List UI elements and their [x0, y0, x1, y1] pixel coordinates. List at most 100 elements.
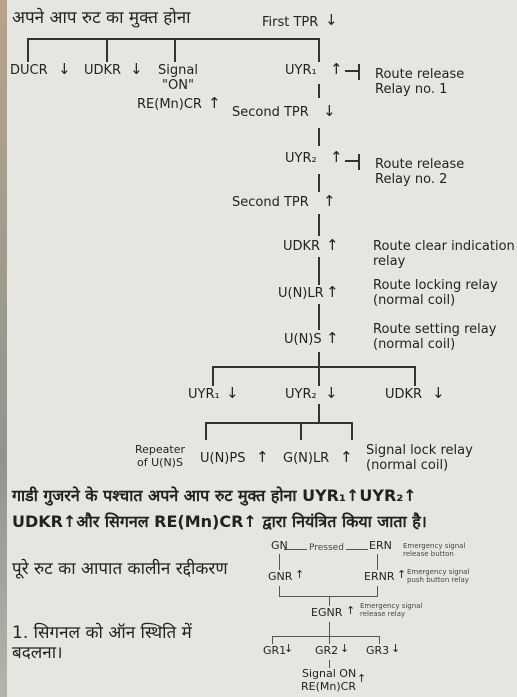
chain-line-6: [318, 304, 320, 330]
uns-drop-line: [318, 352, 320, 366]
ernr-label: ERNR: [364, 570, 395, 583]
udkr-desc: Route clear indication relay: [373, 239, 515, 269]
gn-label: GN: [271, 539, 288, 552]
lower-uyr2-label: UYR₂: [285, 387, 317, 402]
ducr-arrow-down-icon: ↓: [58, 60, 71, 78]
uns-desc: Route setting relay (normal coil): [373, 322, 497, 352]
gr-bus-line: [272, 636, 380, 637]
chain-line-5: [318, 257, 320, 285]
uyr2-arrow-up-icon: ↑: [330, 148, 343, 166]
ern-desc: Emergency signal release button: [403, 542, 466, 558]
uyr2-desc-dash: [345, 160, 359, 162]
bottom-bus-line: [205, 422, 352, 424]
unlr-label: U(N)LR: [278, 286, 324, 301]
chain-line-4: [318, 214, 320, 236]
emg-signal-on-label: Signal ON: [302, 667, 357, 680]
gr1-drop: [272, 636, 273, 644]
paragraph-line-1: गाडी गुजरने के पश्चात अपने आप रुट मुक्त …: [12, 486, 417, 505]
uyr1-drop-line: [318, 38, 320, 62]
mid-drop-left: [212, 366, 214, 386]
lower-uyr1-label: UYR₁: [188, 387, 220, 402]
egnr-desc: Emergency signal release relay: [360, 602, 423, 618]
signal-drop-line: [174, 38, 176, 62]
udkr-drop-line: [106, 38, 108, 62]
re-mn-cr-label: RE(Mn)CR: [137, 97, 202, 112]
lower-udkr-label: UDKR: [385, 387, 423, 402]
gnr-down-line: [279, 586, 280, 596]
lower-drop: [318, 404, 320, 422]
uns-label: U(N)S: [284, 332, 322, 347]
uyr1-desc-tick: [358, 64, 360, 80]
emergency-heading: पूरे रुट का आपात कालीन रद्दीकरण: [12, 559, 228, 579]
unlr-desc: Route locking relay (normal coil): [373, 278, 498, 308]
uyr1-label: UYR₁: [285, 63, 317, 78]
route-release-relay-2: Route release Relay no. 2: [375, 157, 465, 187]
emg-re-mn-cr-label: RE(Mn)CR: [301, 680, 356, 693]
second-tpr-2-label: Second TPR: [232, 195, 309, 210]
ernr-down-line: [377, 586, 378, 596]
signal-on-label: Signal "ON": [158, 63, 198, 93]
egnr-arrow-up-icon: ↑: [346, 604, 356, 617]
gr2-down-line: [329, 660, 330, 668]
ernr-desc: Emergency signal push button relay: [407, 568, 470, 584]
lower-uyr2-arrow-down-icon: ↓: [325, 384, 338, 402]
gr3-drop: [379, 636, 380, 644]
udkr-chain-label: UDKR: [283, 239, 321, 254]
bottom-drop-left: [205, 422, 207, 440]
top-bus-line: [27, 38, 319, 40]
emg-join-line: [279, 596, 378, 597]
pressed-label: Pressed: [307, 543, 346, 554]
ducr-label: DUCR: [10, 63, 48, 78]
emg-re-mn-cr-arrow-up-icon: ↑: [357, 672, 367, 685]
emg-egnr-drop: [329, 596, 330, 606]
uyr1-arrow-up-icon: ↑: [330, 60, 343, 78]
udkr-chain-arrow-up-icon: ↑: [326, 236, 339, 254]
route-release-relay-1: Route release Relay no. 1: [375, 67, 465, 97]
bottom-drop-center: [300, 422, 302, 440]
unps-arrow-up-icon: ↑: [256, 448, 269, 466]
udkr-top-arrow-down-icon: ↓: [130, 60, 143, 78]
ern-label: ERN: [369, 539, 392, 552]
second-tpr-2-arrow-up-icon: ↑: [323, 192, 336, 210]
gr2-drop: [329, 636, 330, 644]
re-mn-cr-arrow-up-icon: ↑: [208, 94, 221, 112]
lower-udkr-arrow-down-icon: ↓: [432, 384, 445, 402]
unlr-arrow-up-icon: ↑: [326, 283, 339, 301]
chain-line-1: [318, 84, 320, 98]
bottom-drop-right: [351, 422, 353, 440]
gnr-label: GNR: [268, 570, 293, 583]
gr3-label: GR3: [366, 644, 390, 657]
second-tpr-1-label: Second TPR: [232, 105, 309, 120]
ducr-drop-line: [27, 38, 29, 62]
second-tpr-1-arrow-down-icon: ↓: [323, 102, 336, 120]
chain-line-2: [318, 128, 320, 146]
step-1-text: 1. सिगनल को ऑन स्थिति में बदलना।: [12, 623, 192, 663]
signal-lock-desc: Signal lock relay (normal coil): [366, 443, 473, 473]
gr2-label: GR2: [315, 644, 339, 657]
chain-line-3: [318, 174, 320, 192]
ern-drop-line: [377, 554, 378, 570]
unps-label: U(N)PS: [200, 451, 246, 466]
mid-drop-center: [318, 366, 320, 386]
first-tpr-label: First TPR: [262, 15, 319, 30]
paragraph-line-2: UDKR↑और सिगनल RE(Mn)CR↑ द्वारा नियंत्रित…: [12, 512, 427, 531]
gnlr-arrow-up-icon: ↑: [340, 448, 353, 466]
gn-drop-line: [279, 554, 280, 570]
ernr-arrow-up-icon: ↑: [397, 568, 407, 581]
egnr-down-line: [329, 622, 330, 636]
repeater-label: Repeater of U(N)S: [134, 443, 185, 469]
gr2-arrow-down-icon: ↓: [340, 642, 350, 655]
gnlr-label: G(N)LR: [283, 451, 330, 466]
uns-arrow-up-icon: ↑: [326, 329, 339, 347]
egnr-label: EGNR: [311, 606, 343, 619]
title-hindi: अपने आप रुट का मुक्त होना: [12, 8, 191, 28]
uyr1-desc-dash: [345, 70, 359, 72]
udkr-top-label: UDKR: [84, 63, 122, 78]
lower-uyr1-arrow-down-icon: ↓: [226, 384, 239, 402]
left-edge-band: [0, 0, 7, 697]
first-tpr-arrow-down-icon: ↓: [325, 11, 338, 29]
mid-drop-right: [414, 366, 416, 386]
uyr2-label: UYR₂: [285, 151, 317, 166]
mid-bus-line: [212, 366, 415, 368]
